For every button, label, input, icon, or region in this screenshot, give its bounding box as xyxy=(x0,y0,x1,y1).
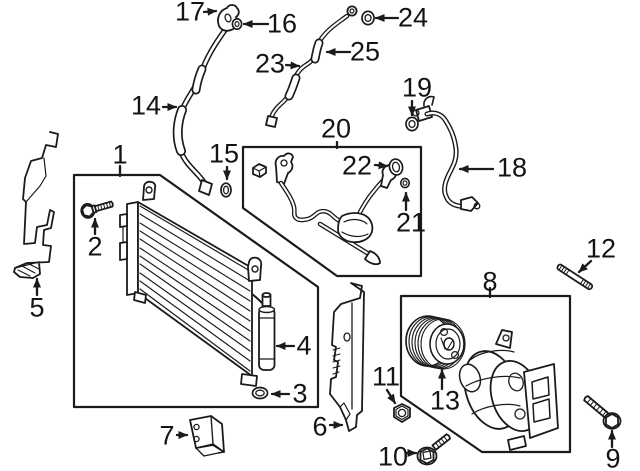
callout-5-label[interactable]: 5 xyxy=(29,292,45,323)
callout-16-label[interactable]: 16 xyxy=(266,8,298,39)
o-ring-21-drawing xyxy=(399,177,410,189)
callout-12-arrow xyxy=(577,259,593,274)
callout-13-label[interactable]: 13 xyxy=(429,385,461,416)
drain-hose-drawing xyxy=(265,5,358,128)
callout-23-label[interactable]: 23 xyxy=(254,48,286,79)
callout-1-label[interactable]: 1 xyxy=(112,139,128,170)
callout-7-label[interactable]: 7 xyxy=(159,420,175,451)
compressor-drawing xyxy=(458,329,559,451)
callout-17-label[interactable]: 17 xyxy=(174,0,206,27)
callout-4-label[interactable]: 4 xyxy=(296,330,312,361)
pipe-assembly-drawing xyxy=(252,152,398,266)
o-ring-19-drawing xyxy=(405,116,419,132)
air-guide-bracket-right-drawing xyxy=(329,282,365,432)
suction-hose-drawing xyxy=(172,27,228,196)
callout-17-arrow xyxy=(202,7,218,16)
condenser-drawing xyxy=(119,180,263,387)
callout-24-label[interactable]: 24 xyxy=(397,2,429,33)
callout-18-label[interactable]: 18 xyxy=(496,152,528,183)
callout-23-arrow xyxy=(284,61,301,70)
callout-19-label[interactable]: 19 xyxy=(401,72,433,103)
callout-11-arrow xyxy=(385,388,397,405)
group-box-pipe-assembly xyxy=(241,145,423,278)
pulley-drawing xyxy=(405,315,466,370)
callout-arrows xyxy=(33,7,616,457)
callout-22-arrow xyxy=(373,161,389,170)
condenser-bolt-drawing xyxy=(80,200,114,219)
o-ring-24-drawing xyxy=(361,10,375,26)
callout-12-label[interactable]: 12 xyxy=(585,233,617,264)
callout-9-label[interactable]: 9 xyxy=(605,443,621,471)
callout-3-label[interactable]: 3 xyxy=(292,378,308,409)
discharge-hose-drawing xyxy=(412,95,481,212)
o-ring-22-drawing xyxy=(388,158,404,176)
callout-21-label[interactable]: 21 xyxy=(395,207,427,238)
o-ring-16-drawing xyxy=(231,17,243,30)
callout-10-label[interactable]: 10 xyxy=(377,441,409,471)
o-ring-15-drawing xyxy=(220,182,232,198)
callout-14-label[interactable]: 14 xyxy=(130,90,162,121)
callout-22-label[interactable]: 22 xyxy=(341,150,373,181)
bolt-9-drawing xyxy=(583,395,622,430)
callout-8-label[interactable]: 8 xyxy=(482,266,498,297)
nut-drawing xyxy=(393,403,411,423)
callout-15-label[interactable]: 15 xyxy=(208,138,240,169)
bolt-10-drawing xyxy=(416,433,451,466)
stud-drawing xyxy=(556,263,594,291)
air-guide-bracket-left-drawing xyxy=(13,131,59,279)
callout-6-label[interactable]: 6 xyxy=(312,411,328,442)
receiver-drier-drawing xyxy=(251,292,276,371)
callout-2-label[interactable]: 2 xyxy=(87,231,103,262)
callout-25-label[interactable]: 25 xyxy=(349,36,381,67)
callout-11-label[interactable]: 11 xyxy=(371,361,401,392)
callout-20-label[interactable]: 20 xyxy=(320,113,352,144)
o-ring-3-drawing xyxy=(251,386,269,400)
lower-bracket-drawing xyxy=(189,415,225,457)
